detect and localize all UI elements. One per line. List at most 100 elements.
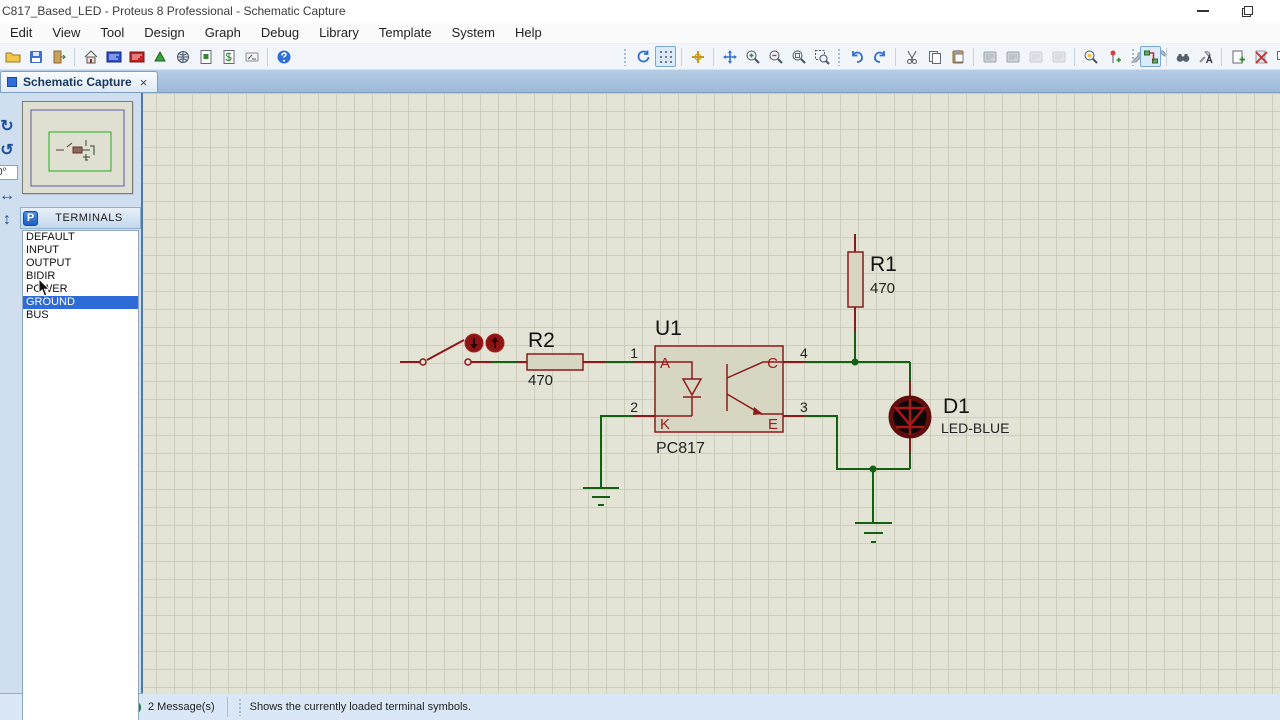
gerber-viewer-icon[interactable] [172,46,193,67]
menu-item[interactable]: System [451,25,495,40]
terminal-list-item[interactable]: GROUND [23,296,138,309]
remove-sheet-icon[interactable] [1250,46,1271,67]
pan-icon[interactable] [719,46,740,67]
help-icon[interactable] [273,46,294,67]
menu-item[interactable]: Debug [260,25,300,40]
u1-pin4-number: 4 [800,345,808,361]
rotation-angle-field[interactable]: 0° [0,165,18,180]
message-segment[interactable]: 2 Message(s) [127,700,215,715]
ground-symbol[interactable] [583,487,619,506]
sheet-boundary [30,109,125,187]
origin-icon[interactable] [687,46,708,67]
minimize-button[interactable] [1188,2,1218,20]
schematic-capture-icon[interactable] [103,46,124,67]
switch-toggle-up-button[interactable] [485,333,505,353]
menu-item[interactable]: Help [514,25,542,40]
terminal-list-item[interactable]: BIDIR [26,270,56,282]
paste-icon[interactable] [947,46,968,67]
zoom-extents-icon[interactable] [788,46,809,67]
restore-button[interactable] [1232,2,1262,20]
mini-schematic [56,140,95,161]
title-bar: C817_Based_LED - Proteus 8 Professional … [0,0,1280,22]
led-d1[interactable]: D1 LED-BLUE [888,395,1009,439]
zoom-out-icon[interactable] [765,46,786,67]
optocoupler-u1[interactable]: A K C E U1 PC817 [654,317,784,457]
bill-of-materials-icon[interactable] [218,46,239,67]
terminal-list-item[interactable]: DEFAULT [26,231,75,243]
menu-item[interactable]: Library [319,25,359,40]
schematic-tab-icon [7,77,17,87]
toolbar-separator [895,47,896,66]
electrical-rule-check-icon[interactable] [241,46,262,67]
u1-cathode-label: K [660,416,670,433]
menu-item[interactable]: Graph [204,25,241,40]
redraw-icon[interactable] [632,46,653,67]
redo-icon[interactable] [869,46,890,67]
pin-wire[interactable] [400,234,911,453]
toolbar-drag-handle[interactable] [1131,47,1135,66]
menu-item[interactable]: Tool [100,25,125,40]
open-project-icon[interactable] [2,46,23,67]
r2-value-label: 470 [528,372,553,389]
terminal-list-item[interactable]: POWER [26,283,68,295]
menu-item[interactable]: Edit [10,25,33,40]
make-device-icon[interactable] [1103,46,1124,67]
mirror-horizontal-icon[interactable]: ↔ [0,187,15,204]
u1-emitter-label: E [768,416,778,433]
3d-visualizer-icon[interactable] [149,46,170,67]
menu-item[interactable]: View [52,25,81,40]
toolbar-drag-handle[interactable] [623,47,627,66]
new-sheet-icon[interactable] [1227,46,1248,67]
search-find-icon[interactable] [1172,46,1193,67]
undo-icon[interactable] [846,46,867,67]
property-assignment-icon[interactable] [1195,46,1216,67]
schematic-canvas[interactable]: R2 470 R1 470 [143,93,1280,694]
toolbar [0,44,1280,70]
rotate-anticlockwise-icon[interactable]: ↺ [0,142,14,159]
toggle-grid-icon[interactable] [655,46,676,67]
menu-item[interactable]: Template [378,25,432,40]
switch-toggle-down-button[interactable] [464,333,484,353]
block-rotate-icon[interactable] [1025,46,1046,67]
palette-header: P TERMINALS [20,207,141,229]
import-project-icon[interactable] [48,46,69,67]
block-move-icon[interactable] [1002,46,1023,67]
cut-icon[interactable] [901,46,922,67]
terminal-list-item[interactable]: INPUT [26,244,59,256]
block-copy-icon[interactable] [979,46,1000,67]
device-p-button[interactable]: P [23,210,38,226]
tab-close-icon[interactable]: × [139,74,148,90]
schematic-overview-preview[interactable] [22,101,133,194]
zoom-area-icon[interactable] [811,46,832,67]
u1-anode-label: A [660,355,670,372]
menu-item[interactable]: Design [144,25,185,40]
mirror-vertical-icon[interactable]: ↕ [3,211,11,228]
ground-symbol[interactable] [855,522,892,543]
pcb-layout-icon[interactable] [126,46,147,67]
resistor-r1[interactable]: R1 470 [847,251,897,308]
switch-component[interactable] [419,358,472,366]
resistor-r2[interactable]: R2 470 [526,329,584,389]
toolbar-separator [1166,47,1167,66]
toolbar-drag-handle[interactable] [837,47,841,66]
save-project-icon[interactable] [25,46,46,67]
block-delete-icon[interactable] [1048,46,1069,67]
home-page-icon[interactable] [80,46,101,67]
rotate-clockwise-icon[interactable]: ↻ [0,118,14,135]
tab-schematic-capture[interactable]: Schematic Capture × [0,71,159,92]
zoom-in-icon[interactable] [742,46,763,67]
toolbar-separator [267,47,268,66]
pin-number-labels: 1 2 4 3 [630,345,808,415]
goto-sheet-icon[interactable] [1273,46,1280,67]
terminal-list-item[interactable]: BUS [26,309,49,321]
design-explorer-icon[interactable] [195,46,216,67]
wire-junction [851,358,859,366]
wire-autorouter-icon[interactable] [1140,46,1161,67]
terminal-list-item[interactable]: OUTPUT [26,257,72,269]
tab-label: Schematic Capture [23,75,132,89]
copy-icon[interactable] [924,46,945,67]
status-bar: 2 Message(s) Shows the currently loaded … [0,693,1280,720]
u1-pin3-number: 3 [800,399,808,415]
instant-edit-icon[interactable] [1080,46,1101,67]
